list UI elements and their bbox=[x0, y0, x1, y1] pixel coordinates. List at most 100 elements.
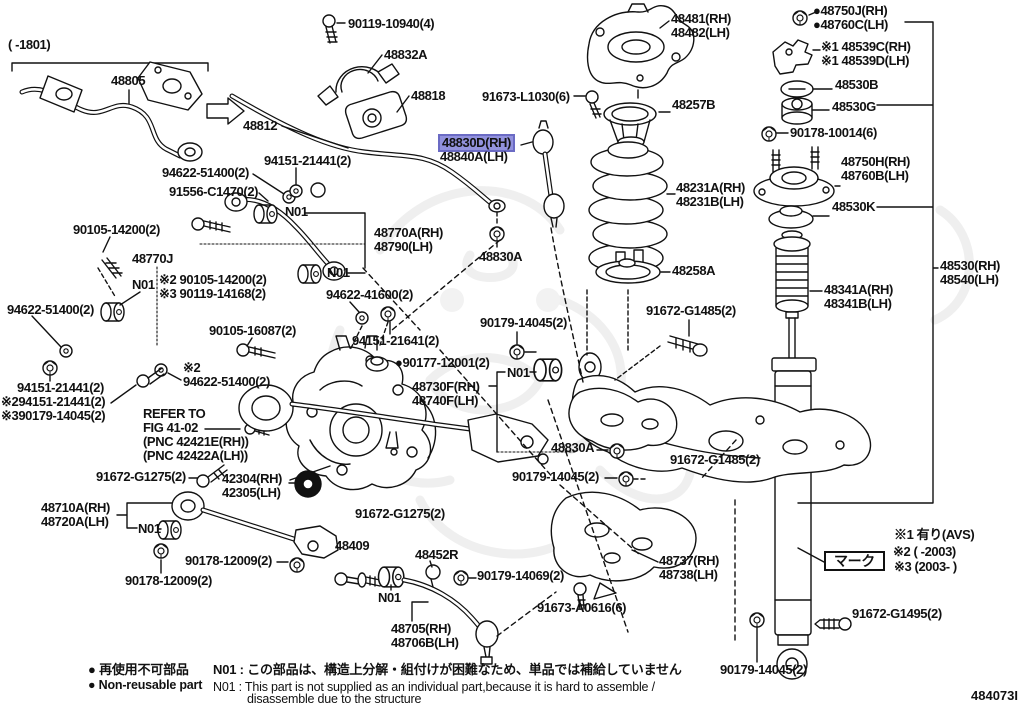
part-label-42304[interactable]: 42304(RH)42305(LH) bbox=[222, 472, 282, 500]
part-number-text[interactable]: 48231B(LH) bbox=[676, 194, 744, 209]
part-label-48341A[interactable]: 48341A(RH)48341B(LH) bbox=[824, 283, 893, 311]
part-label-48257B[interactable]: 48257B bbox=[672, 97, 716, 112]
part-number-text[interactable]: 91672-G1275(2) bbox=[96, 469, 186, 484]
part-label-90178-12009-2[interactable]: 90178-12009(2) bbox=[125, 574, 212, 588]
part-label-48409[interactable]: 48409 bbox=[335, 538, 370, 553]
part-number-text[interactable]: ※1 48539D(LH) bbox=[821, 53, 910, 68]
part-number-text[interactable]: ●48760C(LH) bbox=[813, 17, 888, 32]
part-label-48750J[interactable]: ●48750J(RH)●48760C(LH) bbox=[813, 4, 888, 32]
part-label-48730F[interactable]: 48730F(RH)48740F(LH) bbox=[412, 380, 480, 408]
part-label-94622-51400-3[interactable]: 94622-51400(2) bbox=[183, 375, 270, 389]
part-number-text[interactable]: 94151-21441(2) bbox=[17, 380, 104, 395]
part-number-text[interactable]: 48830A bbox=[551, 440, 595, 455]
part-label-90119-10940[interactable]: 90119-10940(4) bbox=[348, 16, 435, 31]
part-number-text[interactable]: 91673-A0616(6) bbox=[537, 600, 627, 615]
part-number-text[interactable]: 42305(LH) bbox=[222, 485, 281, 500]
part-number-text[interactable]: 94622-51400(2) bbox=[162, 165, 249, 180]
part-number-text[interactable]: 48530G bbox=[832, 99, 876, 114]
part-label-48770A[interactable]: 48770A(RH)48790(LH) bbox=[374, 226, 443, 254]
part-number-text[interactable]: 90105-16087(2) bbox=[209, 323, 296, 338]
part-number-text[interactable]: ※294151-21441(2) bbox=[1, 394, 106, 409]
part-number-text[interactable]: 48341B(LH) bbox=[824, 296, 892, 311]
part-label-90178-10014[interactable]: 90178-10014(6) bbox=[790, 126, 877, 140]
part-label-91673-A0616[interactable]: 91673-A0616(6) bbox=[537, 601, 626, 615]
part-label-48258A[interactable]: 48258A bbox=[672, 264, 716, 278]
part-number-text[interactable]: 90178-12009(2) bbox=[125, 573, 212, 588]
part-label-90179-14045-1[interactable]: 90179-14045(2) bbox=[480, 316, 567, 330]
part-number-text[interactable]: 94622-51400(2) bbox=[183, 374, 270, 389]
part-number-text[interactable]: 48750H(RH) bbox=[841, 154, 910, 169]
part-label-48530B[interactable]: 48530B bbox=[835, 78, 879, 92]
part-label-48705[interactable]: 48705(RH)48706B(LH) bbox=[391, 622, 459, 650]
part-label-90179-14045-3[interactable]: 90179-14045(2) bbox=[720, 663, 807, 677]
part-number-text[interactable]: 48830A bbox=[479, 249, 523, 264]
part-number-text[interactable]: ●90177-12001(2) bbox=[395, 355, 490, 370]
part-number-text[interactable]: 42304(RH) bbox=[222, 471, 282, 486]
part-number-text[interactable]: 94622-41600(2) bbox=[326, 287, 413, 302]
part-number-text[interactable]: 48409 bbox=[335, 538, 370, 553]
part-label-48481[interactable]: 48481(RH)48482(LH) bbox=[671, 12, 731, 40]
part-number-text[interactable]: 48770A(RH) bbox=[374, 225, 443, 240]
part-label-94622-41600[interactable]: 94622-41600(2) bbox=[326, 288, 413, 302]
part-number-text[interactable]: 48705(RH) bbox=[391, 621, 451, 636]
part-number-text[interactable]: 48257B bbox=[672, 97, 716, 112]
part-label-48530[interactable]: 48530(RH)48540(LH) bbox=[940, 259, 1000, 287]
part-label-94151-21441-2[interactable]: 94151-21441(2) bbox=[17, 381, 104, 395]
part-number-text[interactable]: 90119-10940(4) bbox=[348, 16, 435, 31]
part-label-48452R[interactable]: 48452R bbox=[415, 547, 459, 562]
part-label-48770J[interactable]: 48770J bbox=[132, 252, 173, 266]
part-label-90179-14045-2[interactable]: 90179-14045(2) bbox=[512, 470, 599, 484]
part-label-48750H[interactable]: 48750H(RH)48760B(LH) bbox=[841, 155, 910, 183]
part-label-91672-G1485-1[interactable]: 91672-G1485(2) bbox=[646, 304, 736, 318]
part-label-rem2-94151[interactable]: ※294151-21441(2) bbox=[1, 394, 106, 409]
part-label-48812[interactable]: 48812 bbox=[243, 119, 278, 133]
part-number-text[interactable]: 48730F(RH) bbox=[412, 379, 480, 394]
part-number-text[interactable]: ●48750J(RH) bbox=[813, 3, 888, 18]
part-number-text[interactable]: 48832A bbox=[384, 47, 428, 62]
part-label-48830A-2[interactable]: 48830A bbox=[551, 440, 595, 455]
part-number-text[interactable]: 48790(LH) bbox=[374, 239, 433, 254]
part-number-text[interactable]: 48710A(RH) bbox=[41, 500, 110, 515]
part-number-text[interactable]: 90179-14045(2) bbox=[480, 315, 567, 330]
part-number-text[interactable]: 48341A(RH) bbox=[824, 282, 893, 297]
part-label-rem3-90119[interactable]: ※3 90119-14168(2) bbox=[159, 287, 266, 301]
part-label-48830D[interactable]: 48830D(RH)48840A(LH) bbox=[440, 136, 513, 164]
part-number-text[interactable]: 94622-51400(2) bbox=[7, 302, 94, 317]
part-number-text[interactable]: 91672-G1485(2) bbox=[670, 452, 760, 467]
part-number-text[interactable]: 48805 bbox=[111, 73, 146, 88]
highlighted-part-number[interactable]: 48830D(RH) bbox=[440, 135, 513, 150]
part-number-text[interactable]: 48482(LH) bbox=[671, 25, 730, 40]
part-label-90177-12001[interactable]: ●90177-12001(2) bbox=[395, 355, 490, 370]
part-number-text[interactable]: 48530(RH) bbox=[940, 258, 1000, 273]
part-label-48530K[interactable]: 48530K bbox=[832, 199, 876, 214]
part-number-text[interactable]: 48770J bbox=[132, 251, 173, 266]
part-number-text[interactable]: 48740F(LH) bbox=[412, 393, 479, 408]
part-number-text[interactable]: 91672-G1485(2) bbox=[646, 303, 736, 318]
part-number-text[interactable]: 91672-G1495(2) bbox=[852, 606, 942, 621]
part-label-90179-14069[interactable]: 90179-14069(2) bbox=[477, 569, 564, 583]
part-label-91672-G1275-1[interactable]: 91672-G1275(2) bbox=[96, 470, 186, 484]
part-number-text[interactable]: 90179-14069(2) bbox=[477, 568, 564, 583]
part-number-text[interactable]: 48481(RH) bbox=[671, 11, 731, 26]
part-number-text[interactable]: 48540(LH) bbox=[940, 272, 999, 287]
part-number-text[interactable]: 48530K bbox=[832, 199, 876, 214]
part-number-text[interactable]: 48452R bbox=[415, 547, 459, 562]
part-number-text[interactable]: 48840A(LH) bbox=[440, 149, 508, 164]
part-number-text[interactable]: 90105-14200(2) bbox=[73, 222, 160, 237]
part-number-text[interactable]: 48737(RH) bbox=[659, 553, 719, 568]
part-number-text[interactable]: 91672-G1275(2) bbox=[355, 506, 445, 521]
part-number-text[interactable]: 94151-21441(2) bbox=[264, 153, 351, 168]
part-label-90105-14200[interactable]: 90105-14200(2) bbox=[73, 223, 160, 237]
part-number-text[interactable]: 94151-21641(2) bbox=[352, 333, 439, 348]
part-label-94622-51400-2[interactable]: 94622-51400(2) bbox=[7, 303, 94, 317]
part-number-text[interactable]: 90179-14045(2) bbox=[720, 662, 807, 677]
part-label-rem2-90105[interactable]: ※2 90105-14200(2) bbox=[159, 273, 267, 287]
part-number-text[interactable]: 91556-C1470(2) bbox=[169, 184, 259, 199]
part-number-text[interactable]: 48760B(LH) bbox=[841, 168, 909, 183]
part-label-94151-21641[interactable]: 94151-21641(2) bbox=[352, 334, 439, 348]
part-label-48737[interactable]: 48737(RH)48738(LH) bbox=[659, 554, 719, 582]
part-label-48710A[interactable]: 48710A(RH)48720A(LH) bbox=[41, 501, 110, 529]
part-number-text[interactable]: 48231A(RH) bbox=[676, 180, 745, 195]
part-number-text[interactable]: ※3 90119-14168(2) bbox=[159, 286, 266, 301]
part-number-text[interactable]: 48818 bbox=[411, 88, 446, 103]
